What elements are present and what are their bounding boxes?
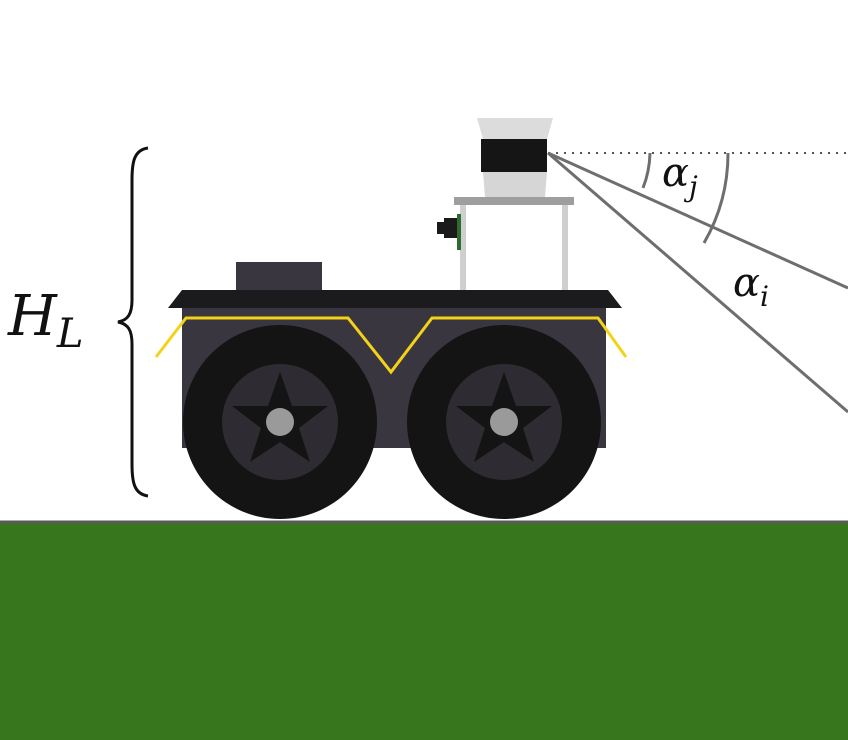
lidar-sensor: [477, 118, 553, 197]
ground: [0, 522, 848, 740]
robot-top-plate: [168, 290, 622, 308]
angle-arc-j: [641, 152, 652, 189]
laser-ray-j: [547, 151, 848, 290]
angle-label-j: αj: [662, 150, 698, 203]
angle-label-i: αi: [733, 260, 769, 313]
camera-sensor: [437, 214, 461, 250]
lidar-mount: [454, 197, 574, 292]
height-brace: [117, 146, 149, 498]
laser-ray-i: [547, 151, 848, 414]
angle-arc-i: [702, 152, 730, 244]
top-box: [236, 262, 322, 292]
wheel-left: [183, 325, 377, 519]
height-label: HL: [7, 284, 83, 357]
accent-stripe: [154, 316, 628, 375]
wheel-right: [407, 325, 601, 519]
